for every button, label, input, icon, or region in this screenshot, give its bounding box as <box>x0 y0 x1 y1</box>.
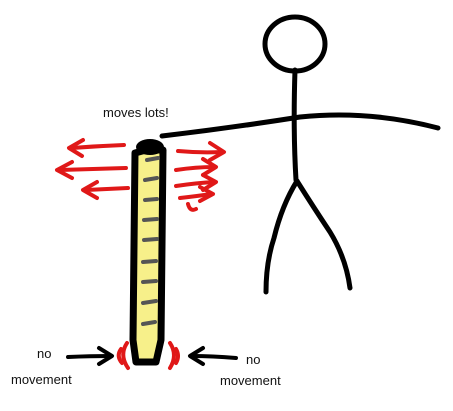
label-line: movement <box>11 372 72 387</box>
red-motion-arrow-icon <box>81 180 130 200</box>
pole-mark <box>145 156 160 162</box>
label-moves-lots: moves lots! <box>103 105 169 120</box>
pole-mark <box>141 259 158 264</box>
label-line: no <box>246 352 260 367</box>
base-arc-right <box>168 341 176 370</box>
red-motion-arc <box>186 202 198 212</box>
base-arc-right <box>174 347 180 365</box>
label-line: no <box>37 346 51 361</box>
pole-mark <box>143 197 159 202</box>
pole-mark <box>142 237 159 242</box>
pole-mark <box>142 217 159 222</box>
red-motion-arrow-icon <box>176 141 226 162</box>
hold-arrows <box>66 346 238 366</box>
pole-mark <box>141 299 158 305</box>
base-arc-left <box>116 347 124 365</box>
pole-marks <box>141 156 160 326</box>
pole-body <box>129 146 167 366</box>
figure-head <box>262 14 328 74</box>
flexible-pole-icon <box>129 139 167 366</box>
label-no-movement-left: no movement <box>11 346 72 387</box>
right-motion-arrows <box>174 141 226 212</box>
red-motion-arrow-icon <box>174 157 218 177</box>
pole-mark <box>141 279 158 284</box>
base-motion-arcs <box>116 341 180 370</box>
black-pointing-arrow-icon <box>188 346 238 366</box>
pole-top-cap <box>136 139 164 155</box>
red-motion-arrow-icon <box>178 185 215 203</box>
pole-mark <box>143 176 159 182</box>
label-line: movement <box>220 373 281 388</box>
pole-mark <box>141 320 157 326</box>
stick-figure-icon <box>159 14 441 295</box>
red-motion-arrow-icon <box>55 160 128 180</box>
figure-arm <box>159 112 441 139</box>
black-pointing-arrow-icon <box>66 346 114 366</box>
figure-right-leg <box>294 178 353 291</box>
red-motion-arrow-icon <box>174 173 218 192</box>
figure-torso <box>291 67 299 183</box>
base-arc-left <box>121 341 130 370</box>
left-motion-arrows <box>55 138 130 200</box>
label-no-movement-right: no movement <box>220 352 281 388</box>
red-motion-arrow-icon <box>67 138 126 158</box>
figure-left-leg <box>263 178 300 295</box>
